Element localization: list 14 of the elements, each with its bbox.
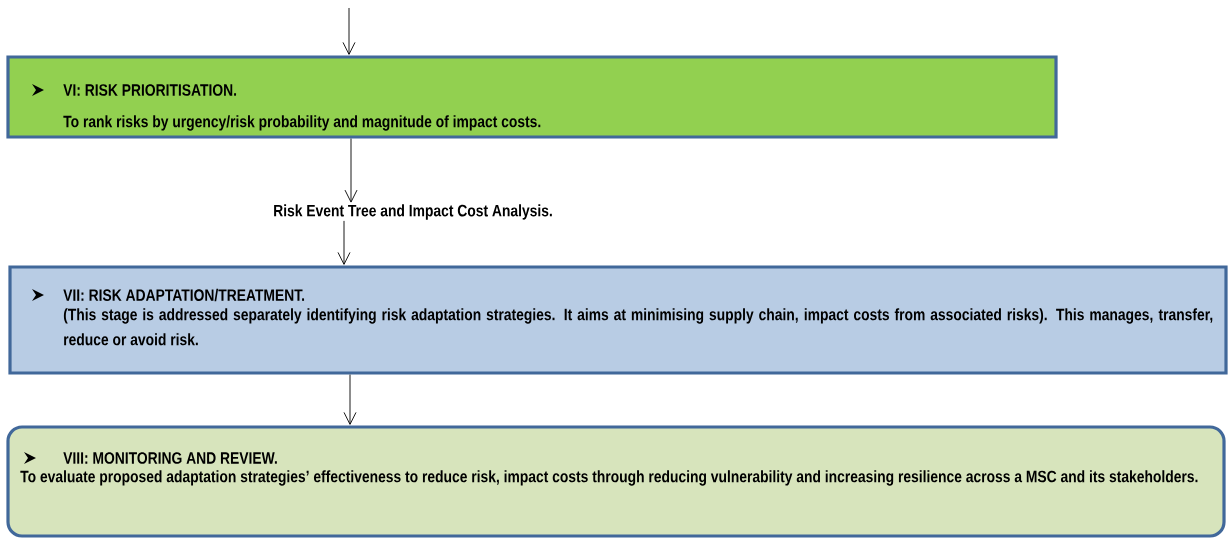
arrow (337, 220, 351, 265)
stage-heading: VIII: MONITORING AND REVIEW. (63, 452, 277, 464)
stage-description: To evaluate proposed adaptation strategies’ effectiveness to reduce risk, impact costs through reducing vulnerability and increasing resilience across a MSC and its stakeholders. (20, 470, 1198, 486)
arrow (344, 138, 358, 203)
arrow (343, 374, 357, 425)
stage-heading: VI: RISK PRIORITISATION. (63, 84, 237, 96)
process-box (6, 425, 1226, 538)
stage-heading: VII: RISK ADAPTATION/TREATMENT. (63, 288, 305, 302)
process-box (8, 265, 1228, 375)
stage-description: (This stage is addressed separately identifying risk adaptation strategies. It aims at minimising supply chain, impact costs from associated risks). This manages, transfer, reduce or avoid risk. (63, 308, 1213, 346)
process-box (6, 55, 1058, 139)
arrow (342, 7, 356, 55)
step-label: Risk Event Tree and Impact Cost Analysis. (274, 204, 552, 220)
stage-description: To rank risks by urgency/risk probability and magnitude of impact costs. (63, 115, 541, 131)
